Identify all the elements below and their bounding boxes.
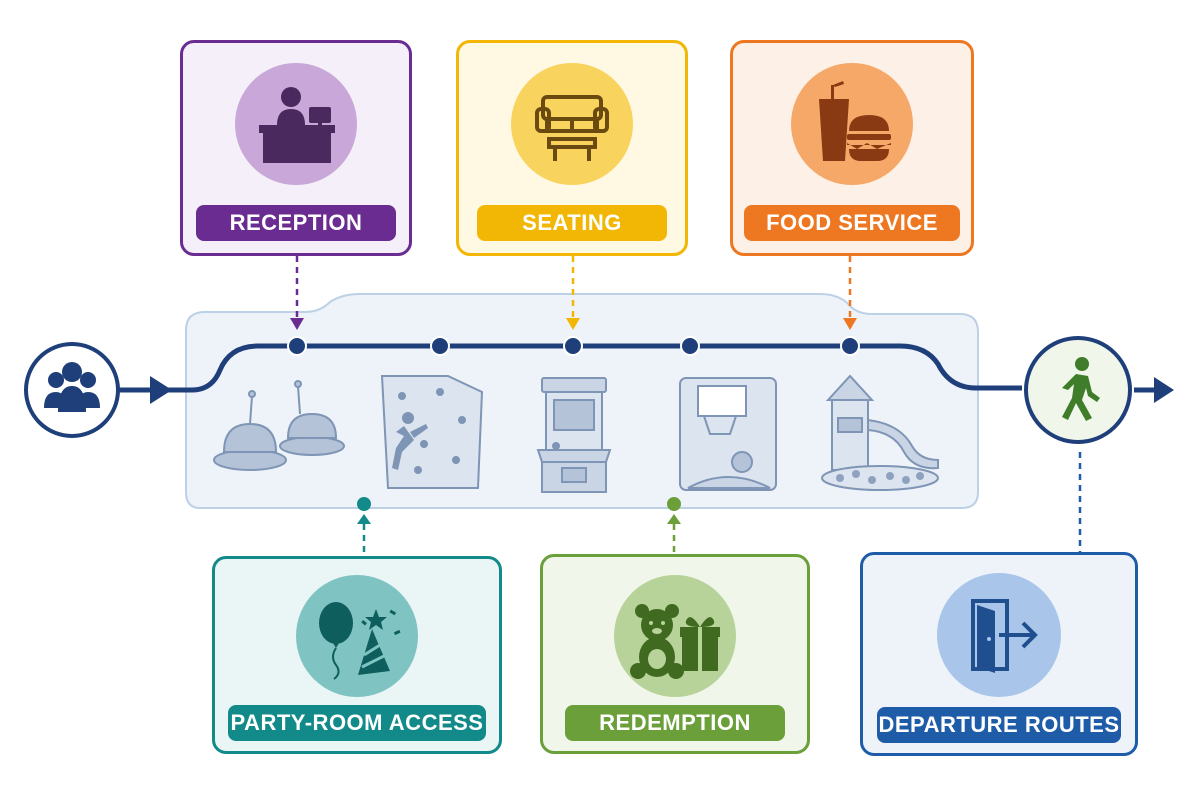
reception-label: RECEPTION <box>196 205 396 241</box>
end-endpoint <box>1024 336 1132 444</box>
party-room-access-label: PARTY-ROOM ACCESS <box>228 705 486 741</box>
food-service-label: FOOD SERVICE <box>744 205 960 241</box>
balloon-party-hat-icon <box>319 602 401 680</box>
path-node-food <box>840 336 860 356</box>
reception-icon-disk <box>235 63 357 185</box>
playground-slide-icon <box>821 374 939 491</box>
card-reception: RECEPTION <box>180 40 412 256</box>
card-party-room-access: PARTY-ROOM ACCESS <box>212 556 502 754</box>
card-food-service: FOOD SERVICE <box>730 40 974 256</box>
exit-door-icon <box>971 599 1038 673</box>
seating-icon-disk <box>511 63 633 185</box>
redemption-icon-disk <box>614 575 736 697</box>
teddy-bear-gift-icon <box>630 604 720 679</box>
drink-burger-icon <box>819 81 891 161</box>
basketball-hoop-icon <box>679 377 777 491</box>
climbing-wall-icon <box>380 375 484 489</box>
connector-food <box>843 256 857 330</box>
arcade-cabinet-icon <box>536 377 612 493</box>
card-departure-routes: DEPARTURE ROUTES <box>860 552 1138 756</box>
connector-party <box>357 497 371 556</box>
redemption-label: REDEMPTION <box>565 705 785 741</box>
party-icon-disk <box>296 575 418 697</box>
card-seating: SEATING <box>456 40 688 256</box>
seating-label: SEATING <box>477 205 667 241</box>
departure-icon-disk <box>937 573 1061 697</box>
connector-seating <box>566 256 580 330</box>
walking-person-icon <box>1062 357 1100 421</box>
food-icon-disk <box>791 63 913 185</box>
card-redemption: REDEMPTION <box>540 554 810 754</box>
path-node-seating <box>563 336 583 356</box>
path-node-reception <box>287 336 307 356</box>
start-endpoint <box>24 342 120 438</box>
departure-routes-label: DEPARTURE ROUTES <box>877 707 1121 743</box>
path-node-4 <box>680 336 700 356</box>
bumper-cars-icon <box>213 380 345 471</box>
connector-reception <box>290 256 304 330</box>
reception-desk-icon <box>259 87 335 163</box>
sofa-table-icon <box>535 95 609 161</box>
start-arrowhead <box>150 376 172 404</box>
group-people-icon <box>44 362 100 412</box>
connector-redemption <box>667 497 681 554</box>
end-arrowhead <box>1154 377 1174 403</box>
path-node-2 <box>430 336 450 356</box>
